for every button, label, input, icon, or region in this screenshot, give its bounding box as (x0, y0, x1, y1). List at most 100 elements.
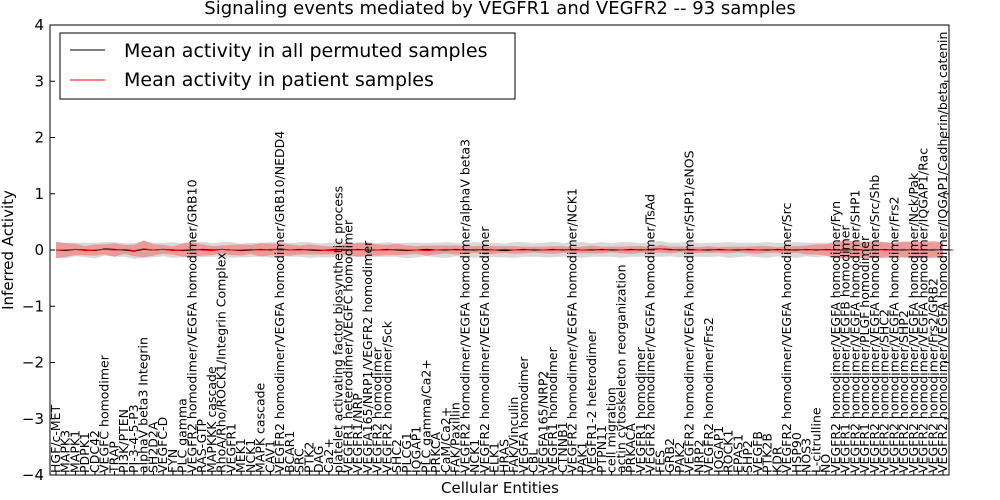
category-label: VEGFC homodimer (97, 354, 112, 473)
category-label: NCK1 (467, 439, 482, 473)
category-label: MAPK cascade (253, 382, 268, 473)
category-label: FAK/Paxillin (448, 402, 463, 473)
category-label: IQGAP1 (711, 426, 726, 473)
category-label: VEGFC-D (155, 417, 170, 473)
category-label: VEGFR1 homodimer (545, 346, 560, 473)
category-label: VEGFR2 homodimer/VEGFA homodimer/SHP1/eN… (682, 150, 697, 473)
legend: Mean activity in all permuted samples Me… (59, 32, 516, 100)
category-label: VEGFR2 homodimer/Frs2 (701, 317, 716, 473)
category-label: Ca2+ (321, 438, 336, 473)
category-label: VEGFR2 homodimer/Sck (379, 320, 394, 473)
category-label: PI-3-4-5-P3 (126, 404, 141, 473)
category-label: CaM/Ca2+ (438, 407, 453, 473)
category-label: FYN (165, 449, 180, 473)
category-label: NCK1 (243, 439, 258, 473)
category-label: PLCG1 (399, 432, 414, 473)
category-label: VEGFR2 homodimer/VEGFA homodimer/alphaV … (457, 139, 472, 473)
chart-title: Signaling events mediated by VEGFR1 and … (204, 0, 795, 19)
y-axis-title: Inferred Activity (0, 190, 17, 310)
category-label: PAK2 (672, 442, 687, 473)
category-label: FAK/Vinculin (506, 397, 521, 473)
category-label: MEK1 (233, 438, 248, 473)
category-label: VEGFR2 homodimer/VEGFA homodimer/SHP1 (847, 189, 862, 473)
category-label: VEGFR2 homodimer/VEGFA homodimer/Fyn (828, 201, 843, 473)
category-label: PLC gamma (175, 398, 190, 473)
y-tick-label: −3 (22, 410, 44, 428)
category-label: VEGFR1 homodimer/VEGFB homodimer (838, 225, 853, 473)
category-label: VEGFA165/NRP2 (535, 371, 550, 473)
category-label: VEGFR1 (224, 423, 239, 473)
y-tick-label: 3 (34, 72, 44, 90)
category-label: actin cytoskeleton reorganization (613, 264, 628, 473)
category-label: VEGFR2 homodimer/Frs2/GRB2 (925, 278, 940, 473)
category-label: IQGAP1 (409, 426, 424, 473)
legend-patient-label: Mean activity in patient samples (124, 69, 434, 91)
y-tick-label: 2 (34, 129, 44, 147)
category-label: PAK1 (574, 442, 589, 473)
legend-permuted-label: Mean activity in all permuted samples (124, 40, 487, 62)
category-label: VEGFR2 homodimer/VEGFA homodimer/Nck/Pak (906, 172, 921, 473)
category-label: PI3K/PTEN (116, 409, 131, 473)
y-tick-label: −4 (22, 466, 44, 484)
category-label: VEGFR1 homodimer (633, 346, 648, 473)
plot-frame (49, 24, 950, 476)
y-tick-label: −1 (22, 297, 44, 315)
category-label: VEGFR1 heterodimer/VEGFC homodimer (340, 219, 355, 473)
category-label: HGF/c-MET (48, 404, 63, 473)
category-label: DAG (311, 446, 326, 473)
category-label: MAPK3 (58, 430, 73, 473)
category-label: MAPKKK cascade (204, 366, 219, 473)
category-label: VEGFR2 homodimer/VEGFA homodimer/Frs2 (886, 196, 901, 473)
category-label: KDR (769, 446, 784, 473)
category-label: VEGFB (750, 431, 765, 473)
category-label: CDC42 (87, 430, 102, 473)
category-label: VEGFR1 homodimer/PLGF homodimer (857, 235, 872, 473)
category-label: ELK1 (487, 442, 502, 473)
x-axis-title: Cellular Entities (441, 479, 559, 497)
category-label: SHP2 (740, 440, 755, 473)
category-label: VEGFA165/NRP1/VEGFR2 homodimer (360, 240, 375, 473)
category-label: PDPK1 (77, 432, 92, 473)
category-label: CBL (526, 449, 541, 473)
y-tick-label: 1 (34, 185, 44, 203)
category-label: RhoA/Rho/ROCK1/Integrin Complex (214, 252, 229, 473)
category-label: CTNNB1 (555, 421, 570, 473)
category-label: CAV1 (262, 440, 277, 473)
series-lines (55, 248, 953, 252)
category-label: VEGFR2 homodimer/VEGFA homodimer/Src (779, 203, 794, 473)
category-label: RAS-GTP (194, 418, 209, 473)
category-label: VEGFA homodimer (516, 356, 531, 473)
category-label: VEGFR2 homodimer/SHC2 (877, 309, 892, 473)
category-label: VEGFR2 homodimer/VEGFA homodimer/GRB10 (185, 179, 200, 473)
category-label: NRP2 (691, 439, 706, 473)
category-label: VEGFR2 homodimer/VEGFA homodimer/TsAd (643, 194, 658, 473)
category-label: platelet activating factor biosynthetic … (331, 186, 346, 473)
category-label: PRKACA (623, 423, 638, 473)
y-tick-label: 4 (34, 16, 44, 34)
category-label: SHC2 (389, 439, 404, 473)
category-label: PTK2 (301, 442, 316, 473)
y-tick-label: −2 (22, 354, 44, 372)
category-label: ROCK1 (721, 430, 736, 473)
category-label: PLC gamma/Ca2+ (418, 359, 433, 473)
category-label: PRKCA (428, 432, 443, 473)
category-label: VEGFR2 homodimer/VEGFA homodimer/IQGAP1/… (916, 148, 931, 473)
category-label: HRAS (496, 439, 511, 473)
category-label: TRAP (107, 441, 122, 474)
category-label: VEGFR1-2 heterodimer (584, 329, 599, 473)
category-label: alphaV beta3 Integrin (136, 337, 151, 473)
legend-box (59, 32, 516, 100)
category-label: MAPK1 (68, 430, 83, 473)
patient-mean-line (56, 248, 953, 252)
category-label: HSP90 (789, 432, 804, 473)
category-label: NOS3 (799, 438, 814, 473)
category-label: L-citrulline (808, 407, 823, 473)
category-label: SRC (292, 448, 307, 473)
category-label: cell migration (604, 387, 619, 473)
category-label: GRB2 (662, 438, 677, 473)
category-label: PTK2B (760, 433, 775, 473)
y-tick-label: 0 (34, 241, 44, 259)
category-label: FES (652, 450, 667, 473)
